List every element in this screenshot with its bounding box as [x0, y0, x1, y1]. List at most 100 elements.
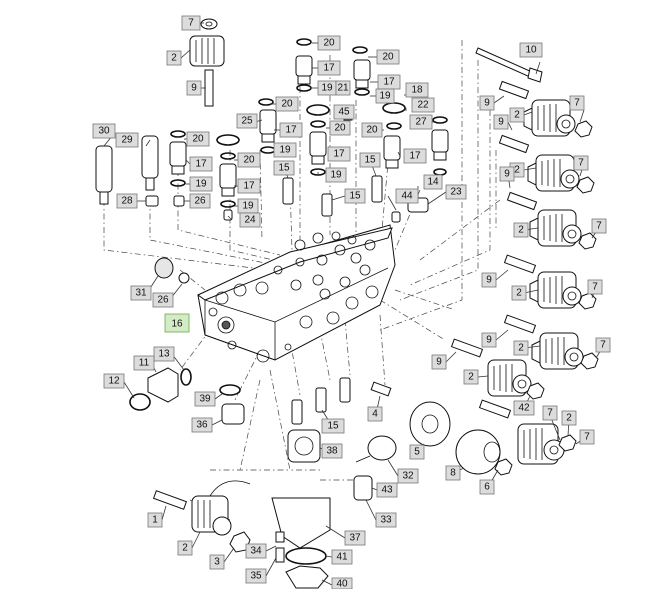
- callout-20: 20: [186, 131, 210, 147]
- callout-label: 20: [323, 38, 335, 49]
- callout-label: 16: [171, 319, 183, 330]
- callout-17: 17: [279, 122, 303, 138]
- callout-9: 9: [481, 272, 497, 288]
- callout-label: 20: [243, 155, 255, 166]
- callout-20: 20: [376, 49, 400, 65]
- callout-label: 24: [244, 215, 256, 226]
- callout-label: 28: [121, 196, 133, 207]
- callout-label: 41: [336, 552, 348, 563]
- callout-2: 2: [513, 340, 529, 356]
- callout-labels: 7 2 9 20 20 17 17 19 21 19 10 9 7 2 9 20…: [92, 15, 611, 589]
- callout-label: 20: [382, 52, 394, 63]
- callout-28: 28: [116, 193, 138, 209]
- callout-11: 11: [133, 355, 155, 371]
- callout-19: 19: [189, 176, 213, 192]
- callout-label: 9: [486, 335, 492, 346]
- callout-32: 32: [397, 468, 419, 484]
- callout-41: 41: [331, 549, 353, 565]
- callout-12: 12: [103, 373, 125, 389]
- callout-9: 9: [479, 95, 495, 111]
- callout-37: 37: [344, 530, 366, 546]
- callout-label: 3: [214, 557, 220, 568]
- callout-label: 13: [158, 349, 170, 360]
- callout-label: 19: [195, 179, 207, 190]
- callout-label: 9: [504, 169, 510, 180]
- callout-30: 30: [92, 123, 116, 139]
- callout-label: 17: [285, 125, 297, 136]
- callout-22: 22: [411, 97, 435, 113]
- callout-label: 36: [196, 420, 208, 431]
- callout-label: 2: [171, 53, 177, 64]
- callout-label: 7: [592, 282, 598, 293]
- callout-label: 22: [417, 100, 429, 111]
- callout-label: 38: [326, 446, 338, 457]
- callout-31: 31: [130, 285, 152, 301]
- callout-2: 2: [166, 50, 182, 66]
- callout-label: 7: [574, 98, 580, 109]
- callout-label: 8: [450, 468, 456, 479]
- callout-label: 1: [152, 515, 158, 526]
- callout-label: 43: [381, 485, 393, 496]
- callout-label: 34: [250, 546, 262, 557]
- callout-17: 17: [403, 148, 427, 164]
- callout-17: 17: [327, 146, 351, 162]
- callout-label: 20: [334, 123, 346, 134]
- callout-14: 14: [423, 174, 443, 190]
- callout-label: 37: [349, 533, 361, 544]
- callout-label: 17: [323, 63, 335, 74]
- callout-label: 23: [450, 187, 462, 198]
- callout-label: 15: [364, 155, 376, 166]
- callout-label: 6: [484, 482, 490, 493]
- callout-27: 27: [409, 114, 433, 130]
- callout-7: 7: [579, 429, 595, 445]
- callout-34: 34: [245, 543, 267, 559]
- callout-19: 19: [325, 167, 347, 183]
- callout-label: 40: [336, 579, 348, 589]
- callout-23: 23: [445, 184, 467, 200]
- callout-label: 44: [401, 191, 413, 202]
- callout-10: 10: [519, 42, 543, 58]
- callout-2: 2: [509, 107, 525, 123]
- callout-label: 9: [498, 117, 504, 128]
- callout-label: 14: [427, 177, 439, 188]
- callout-label: 19: [242, 201, 254, 212]
- callout-45: 45: [333, 104, 355, 120]
- callout-35: 35: [245, 568, 267, 584]
- callout-44: 44: [395, 188, 419, 204]
- callout-label: 17: [383, 77, 395, 88]
- callout-label: 4: [372, 409, 378, 420]
- callout-label: 7: [578, 158, 584, 169]
- callout-label: 20: [192, 134, 204, 145]
- callout-label: 25: [241, 116, 253, 127]
- callout-2: 2: [177, 540, 193, 556]
- callout-42: 42: [513, 400, 535, 416]
- callout-label: 42: [518, 403, 530, 414]
- callout-label: 2: [514, 110, 520, 121]
- callout-label: 7: [584, 432, 590, 443]
- callout-label: 15: [349, 191, 361, 202]
- callout-19: 19: [375, 88, 395, 104]
- callout-7: 7: [569, 95, 585, 111]
- callout-39: 39: [194, 391, 216, 407]
- callout-7: 7: [181, 15, 201, 31]
- callout-43: 43: [376, 482, 398, 498]
- callout-label: 32: [402, 471, 414, 482]
- callout-5: 5: [409, 444, 425, 460]
- callout-26: 26: [152, 292, 174, 308]
- callout-20: 20: [317, 35, 341, 51]
- callout-7: 7: [542, 405, 558, 421]
- callout-label: 9: [191, 83, 197, 94]
- callout-17: 17: [189, 156, 213, 172]
- callout-9: 9: [186, 80, 202, 96]
- callout-label: 27: [415, 117, 427, 128]
- callout-label: 7: [188, 18, 194, 29]
- callout-2: 2: [463, 369, 479, 385]
- callout-3: 3: [209, 554, 225, 570]
- callout-9: 9: [481, 332, 497, 348]
- callout-label: 7: [600, 340, 606, 351]
- callout-label: 9: [484, 98, 490, 109]
- callout-9: 9: [493, 114, 509, 130]
- callout-label: 19: [279, 145, 291, 156]
- callout-2: 2: [561, 410, 577, 426]
